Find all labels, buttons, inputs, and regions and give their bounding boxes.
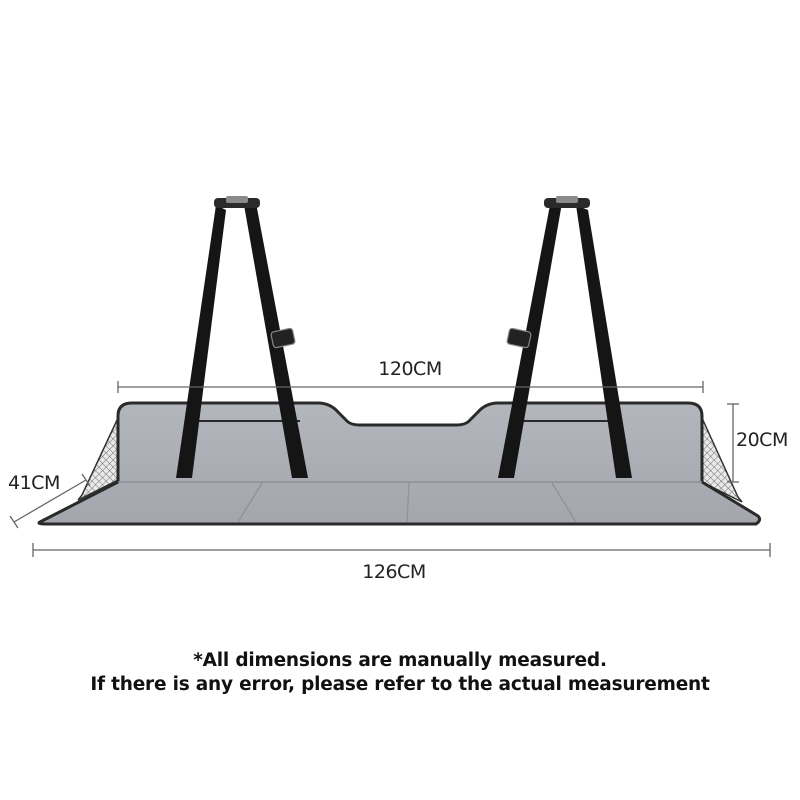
bottom-width-dimension: 126CM	[32, 543, 771, 583]
top-width-dimension: 120CM	[117, 352, 704, 393]
seat-cover-mat	[37, 401, 762, 526]
depth-label: 41CM	[8, 472, 60, 494]
right-headrest-strap	[498, 196, 632, 478]
side-height-dimension: 20CM	[727, 403, 788, 483]
bottom-width-label: 126CM	[362, 561, 425, 583]
side-height-label: 20CM	[736, 429, 788, 451]
measurement-note-line1: *All dimensions are manually measured.	[193, 650, 607, 671]
left-headrest-strap	[176, 196, 308, 478]
measurement-note-line2: If there is any error, please refer to t…	[90, 674, 710, 695]
top-width-label: 120CM	[378, 358, 441, 380]
depth-dimension: 41CM	[8, 472, 91, 529]
